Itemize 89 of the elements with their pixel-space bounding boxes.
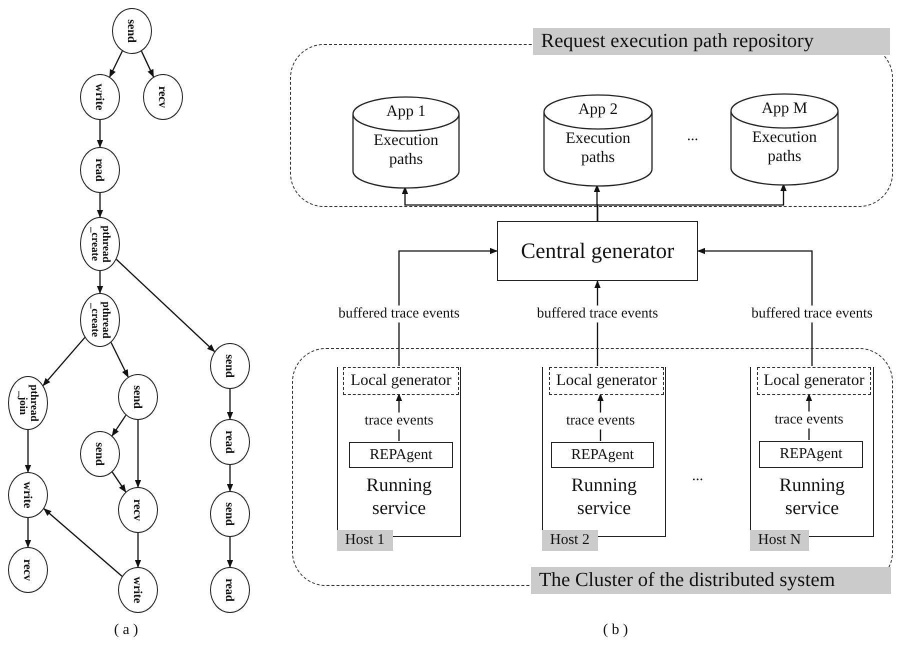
event-name: send — [132, 385, 144, 409]
arrow — [24, 518, 32, 548]
local-generator-box: Local generator — [549, 367, 664, 395]
arrow — [226, 537, 234, 568]
event-ellipse — [210, 491, 250, 537]
event-name: send — [224, 354, 236, 378]
edge-label: trace events — [565, 412, 636, 430]
event-name: write — [22, 482, 34, 508]
edge-label: buffered trace events — [536, 306, 660, 322]
event-ellipse — [8, 472, 48, 518]
event-name: write — [94, 84, 106, 110]
event-name: pthread _create — [89, 300, 111, 341]
arrow — [96, 271, 104, 294]
arrow — [140, 50, 154, 78]
arrow — [96, 120, 104, 148]
event-ellipse — [80, 431, 120, 477]
database-content: Execution paths — [751, 128, 818, 166]
arrow — [112, 414, 126, 436]
host-label: Host 2 — [542, 530, 598, 551]
arrow — [134, 533, 142, 568]
service-label: Running service — [778, 475, 846, 521]
event-ellipse — [80, 74, 120, 120]
event-name: recv — [132, 499, 144, 521]
local-generator-box: Local generator — [757, 367, 871, 395]
arrow — [43, 508, 122, 577]
event-ellipse — [118, 487, 158, 533]
event-name: read — [94, 158, 106, 182]
database-content: Execution paths — [564, 129, 632, 168]
event-name: write — [132, 576, 144, 604]
host-label: Host N — [750, 530, 809, 551]
database-name: App 2 — [577, 100, 619, 120]
agent-box: REPAgent — [759, 441, 863, 468]
event-name: recv — [157, 86, 169, 108]
edge-label: buffered trace events — [750, 306, 874, 322]
arrow — [596, 183, 787, 221]
arrow — [96, 193, 104, 218]
arrow — [116, 258, 216, 352]
arrow — [398, 248, 498, 366]
event-name: send — [126, 19, 138, 43]
event-ellipse — [80, 147, 120, 193]
local-generator-box: Local generator — [343, 367, 459, 395]
arrow — [134, 420, 142, 488]
process-box: Central generator — [497, 221, 698, 281]
service-label: Running service — [570, 475, 638, 521]
region-title: The Cluster of the distributed system — [531, 567, 891, 594]
event-ellipse — [118, 374, 158, 420]
event-name: send — [94, 442, 106, 466]
host-label: Host 1 — [337, 530, 393, 551]
event-ellipse — [210, 419, 250, 465]
arrow — [110, 342, 129, 378]
event-ellipse — [8, 376, 48, 430]
agent-box: REPAgent — [551, 442, 654, 468]
arrow — [226, 465, 234, 492]
database-cylinder — [353, 97, 459, 188]
event-ellipse — [80, 217, 120, 271]
arrow — [697, 248, 813, 366]
event-name: send — [224, 502, 236, 526]
ellipsis: ... — [687, 128, 698, 145]
event-ellipse — [143, 74, 183, 120]
event-ellipse — [210, 343, 250, 389]
agent-box: REPAgent — [349, 442, 453, 468]
database-cylinder — [544, 95, 652, 186]
event-ellipse — [118, 567, 158, 613]
edge-label: buffered trace events — [337, 306, 461, 322]
event-ellipse — [80, 293, 120, 347]
arrow — [109, 50, 123, 78]
event-name: read — [224, 578, 236, 602]
arrow — [112, 472, 126, 493]
panel-caption: ( b ) — [603, 622, 628, 639]
service-label: Running service — [365, 475, 433, 521]
arrow — [226, 389, 234, 420]
event-name: pthread _create — [89, 224, 111, 265]
edge-label: trace events — [774, 412, 844, 428]
panel-caption: ( a ) — [114, 622, 138, 639]
database-name: App 1 — [385, 102, 427, 122]
event-ellipse — [112, 8, 152, 54]
database-cylinder — [731, 94, 838, 185]
event-ellipse — [210, 567, 250, 613]
arrow — [24, 430, 32, 473]
database-name: App M — [760, 99, 808, 118]
database-content: Execution paths — [372, 131, 440, 170]
edge-label: trace events — [364, 412, 434, 430]
event-name: recv — [22, 559, 34, 581]
ellipsis: ... — [692, 468, 704, 485]
arrow — [42, 337, 86, 386]
event-ellipse — [8, 547, 48, 593]
region-title: Request execution path repository — [533, 28, 890, 55]
event-name: pthread _join — [17, 383, 39, 424]
event-name: read — [224, 430, 236, 454]
